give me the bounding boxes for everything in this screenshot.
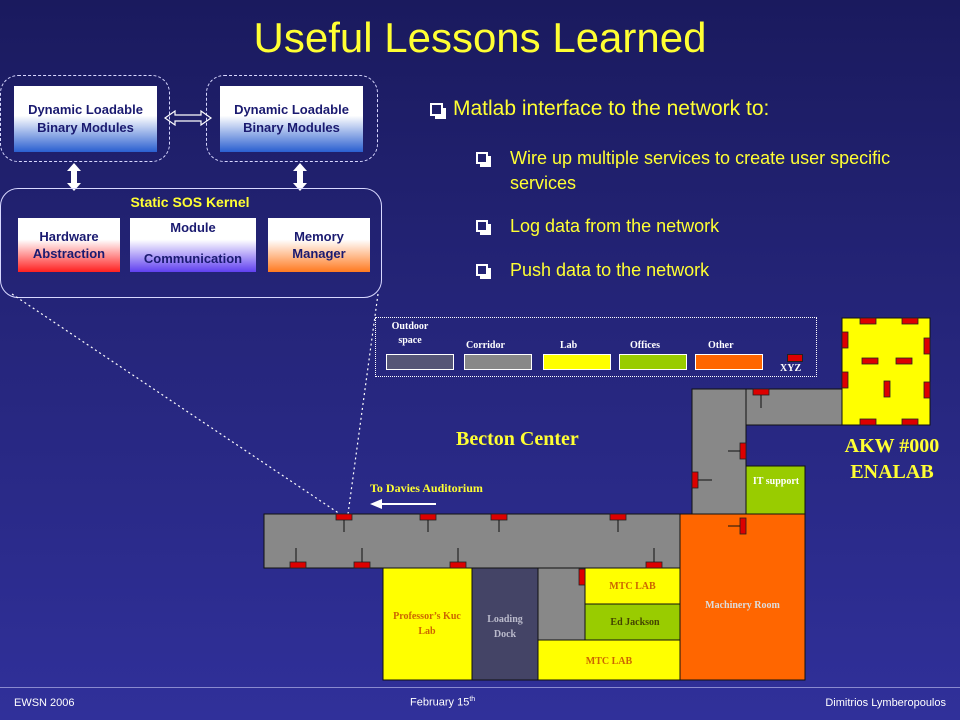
legend-swatch-other [695,354,763,370]
legend-label-offices: Offices [630,340,660,351]
bullet-sub-3: Push data to the network [476,258,946,283]
bullet-sub-1: Wire up multiple services to create user… [476,146,946,196]
vertical-arrow-left-icon [67,163,81,191]
bidirectional-arrow-icon [163,109,213,127]
mtc-lab-top-label: MTC LAB [609,581,656,592]
footer-center-sup: th [469,696,476,703]
kernel-title: Static SOS Kernel [130,194,250,210]
module-label-top: Module [170,220,216,235]
ed-jackson-label: Ed Jackson [610,617,660,628]
legend-swatch-outdoor [386,354,454,370]
static-kernel-container [0,188,382,298]
legend-swatch-corridor [464,354,532,370]
legend-label-xyz: XYZ [780,363,802,374]
bullet-sub-3-text: Push data to the network [510,260,710,280]
legend-sensor-icon [787,354,803,362]
bullet-main: Matlab interface to the network to: [430,97,950,121]
footer-left: EWSN 2006 [14,697,75,709]
machinery-room-label: Machinery Room [705,600,780,611]
checkbox-bullet-icon [430,102,446,119]
becton-center-label: Becton Center [456,428,579,450]
checkbox-bullet-icon [476,152,491,167]
right-loadable-module: Dynamic Loadable Binary Modules [220,86,363,152]
page-title: Useful Lessons Learned [253,14,707,61]
legend-label-outdoor: Outdoor space [391,321,429,346]
legend-label-other: Other [708,340,734,351]
mtc-lab-bottom-label: MTC LAB [585,656,633,667]
checkbox-bullet-icon [476,264,491,279]
bullet-main-text: Matlab interface to the network to: [453,97,770,120]
legend-swatch-lab [543,354,611,370]
vertical-arrow-right-icon [293,163,307,191]
legend-swatch-offices [619,354,687,370]
module-label-bottom: Communication [143,251,243,266]
left-loadable-container [0,75,170,162]
professors-lab-label: Professor’s Kuc Lab [393,611,461,637]
left-loadable-module: Dynamic Loadable Binary Modules [14,86,157,152]
module-communication-module: Module Communication [130,218,256,272]
loading-dock-label: Loading Dock [487,614,523,640]
bullet-sub-1-text: Wire up multiple services to create user… [510,148,891,193]
akw-label-line1: AKW #000 [844,435,940,457]
footer-divider [0,687,960,688]
bullet-sub-2-text: Log data from the network [510,216,720,236]
hardware-abstraction-module: Hardware Abstraction [18,218,120,272]
bullet-sub-2: Log data from the network [476,214,946,239]
legend-label-corridor: Corridor [466,340,505,351]
to-davies-label: To Davies Auditorium [370,481,483,495]
footer-right: Dimitrios Lymberopoulos [825,697,946,709]
it-support-label: IT support [752,476,800,487]
akw-label-line2: ENALAB [850,461,934,483]
footer-center: February 15th [410,696,475,709]
checkbox-bullet-icon [476,220,491,235]
footer-center-text: February 15 [410,696,470,709]
legend-container [375,317,817,377]
legend-label-lab: Lab [560,340,578,351]
memory-manager-module: Memory Manager [268,218,370,272]
right-loadable-container [206,75,378,162]
